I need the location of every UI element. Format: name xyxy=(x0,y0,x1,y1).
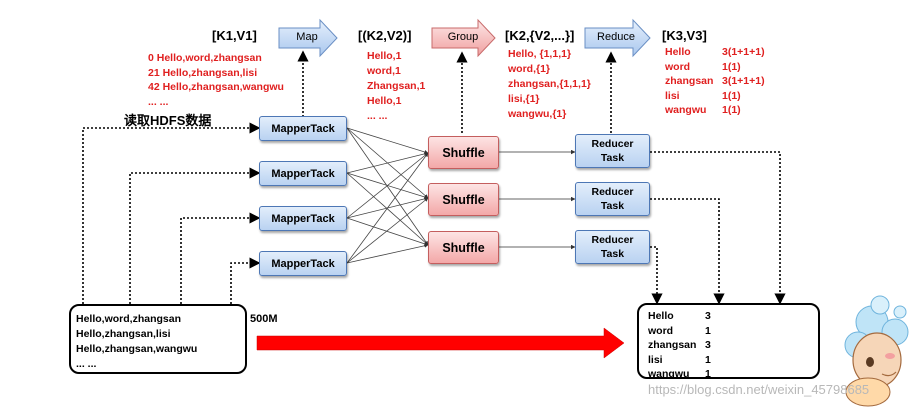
reducer-line1: Reducer xyxy=(591,234,634,246)
k1v1-line: 21 Hello,zhangsan,lisi xyxy=(148,66,258,79)
mapper-task-1: MapperTack xyxy=(259,116,347,141)
reducer-task-3: Reducer Task xyxy=(575,230,650,264)
input-line: Hello,zhangsan,wangwu xyxy=(76,343,198,355)
reducer-line1: Reducer xyxy=(591,186,634,198)
k2list-line: lisi,{1} xyxy=(508,93,540,105)
input-line: Hello,zhangsan,lisi xyxy=(76,328,171,340)
reducer-task-1: Reducer Task xyxy=(575,134,650,168)
reducer-line1: Reducer xyxy=(591,138,634,150)
k2list-line: Hello, {1,1,1} xyxy=(508,48,572,60)
mascot-illustration xyxy=(844,295,909,407)
k2list-line: zhangsan,{1,1,1} xyxy=(508,78,591,90)
size-label: 500M xyxy=(250,313,278,325)
k2v2-header: [(K2,V2)] xyxy=(358,28,412,43)
mapper-task-2: MapperTack xyxy=(259,161,347,186)
k2v2-line: ... ... xyxy=(367,110,388,122)
k2v2-line: word,1 xyxy=(367,65,401,77)
reducer-line2: Task xyxy=(600,248,625,260)
k2list-line: wangwu,{1} xyxy=(508,108,567,120)
k2v2-list: Hello,1 word,1 Zhangsan,1 Hello,1 ... ..… xyxy=(367,49,425,124)
shuffle-box-2: Shuffle xyxy=(428,183,499,216)
group-stage-arrow xyxy=(431,18,496,58)
k2v2-line: Hello,1 xyxy=(367,95,402,107)
map-stage-arrow xyxy=(278,18,338,58)
input-line: ... ... xyxy=(76,358,97,370)
shuffle-box-3: Shuffle xyxy=(428,231,499,264)
mapper-task-4: MapperTack xyxy=(259,251,347,276)
k2v2-line: Hello,1 xyxy=(367,50,402,62)
k2list-list: Hello, {1,1,1} word,{1} zhangsan,{1,1,1}… xyxy=(508,47,591,122)
map-stage-label: Map xyxy=(296,31,318,43)
k1v1-line: 0 Hello,word,zhangsan xyxy=(148,52,262,64)
k3v3-header: [K3,V3] xyxy=(662,28,707,43)
reduce-stage-label: Reduce xyxy=(597,31,635,43)
big-red-arrow xyxy=(256,327,625,359)
mapper-task-3: MapperTack xyxy=(259,206,347,231)
k2list-header: [K2,{V2,...}] xyxy=(505,28,575,43)
input-data-box: Hello,word,zhangsan Hello,zhangsan,lisi … xyxy=(69,304,247,374)
watermark: https://blog.csdn.net/weixin_45798685 xyxy=(648,382,870,397)
k2list-line: word,{1} xyxy=(508,63,551,75)
k1v1-list: 0 Hello,word,zhangsan 21 Hello,zhangsan,… xyxy=(148,51,284,109)
reducer-line2: Task xyxy=(600,152,625,164)
reducer-line2: Task xyxy=(600,200,625,212)
k2v2-line: Zhangsan,1 xyxy=(367,80,426,92)
k1v1-line: 42 Hello,zhangsan,wangwu xyxy=(148,81,284,93)
k1v1-line: ... ... xyxy=(148,95,169,108)
k1v1-header: [K1,V1] xyxy=(212,28,257,43)
read-hdfs-label: 读取HDFS数据 xyxy=(124,113,212,128)
group-stage-label: Group xyxy=(447,31,479,43)
input-line: Hello,word,zhangsan xyxy=(76,313,182,325)
reducer-task-2: Reducer Task xyxy=(575,182,650,216)
shuffle-box-1: Shuffle xyxy=(428,136,499,169)
reduce-stage-arrow xyxy=(584,18,651,58)
